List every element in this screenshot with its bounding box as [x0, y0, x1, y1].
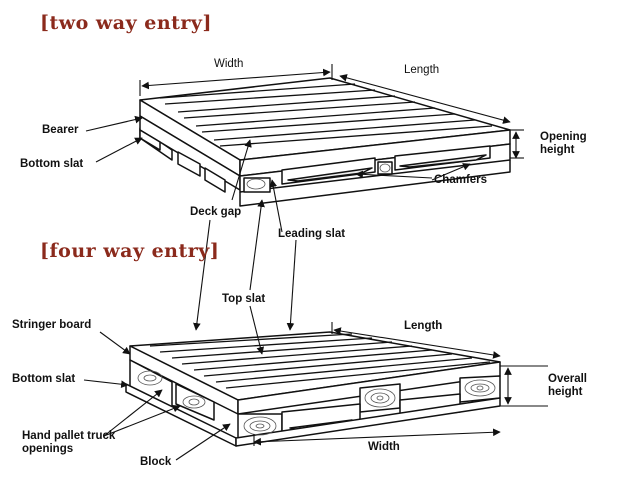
- top-width-label: Width: [214, 58, 244, 70]
- overall-height-label-2: height: [548, 386, 583, 398]
- deck-gap-label: Deck gap: [190, 206, 242, 218]
- overall-height-label-1: Overall: [548, 373, 587, 385]
- opening-height-label-2: height: [540, 144, 575, 156]
- bottom-length-label: Length: [404, 320, 443, 332]
- leader-lines: [83, 115, 471, 461]
- block-label: Block: [140, 456, 172, 468]
- bearer-label: Bearer: [42, 124, 79, 136]
- wood-grain: [137, 163, 496, 436]
- hand-pallet-label-1: Hand pallet truck: [22, 430, 116, 442]
- leading-slat-label: Leading slat: [278, 228, 346, 240]
- top-length-label: Length: [404, 64, 440, 76]
- two-way-heading: [two way entry]: [40, 12, 212, 34]
- chamfers-label: Chamfers: [434, 174, 488, 186]
- stringer-board-label: Stringer board: [12, 319, 92, 331]
- bottom-slat-bottom-label: Bottom slat: [12, 373, 76, 385]
- top-slat-label: Top slat: [222, 293, 266, 305]
- four-way-dimension-lines: [253, 322, 548, 446]
- bottom-slat-top-label: Bottom slat: [20, 158, 84, 170]
- four-way-pallet: [125, 331, 501, 447]
- two-way-dimension-lines: [139, 64, 524, 159]
- bottom-width-label: Width: [368, 441, 400, 453]
- hand-pallet-label-2: openings: [22, 443, 74, 455]
- opening-height-label-1: Opening: [540, 131, 587, 143]
- four-way-heading: [four way entry]: [40, 240, 220, 262]
